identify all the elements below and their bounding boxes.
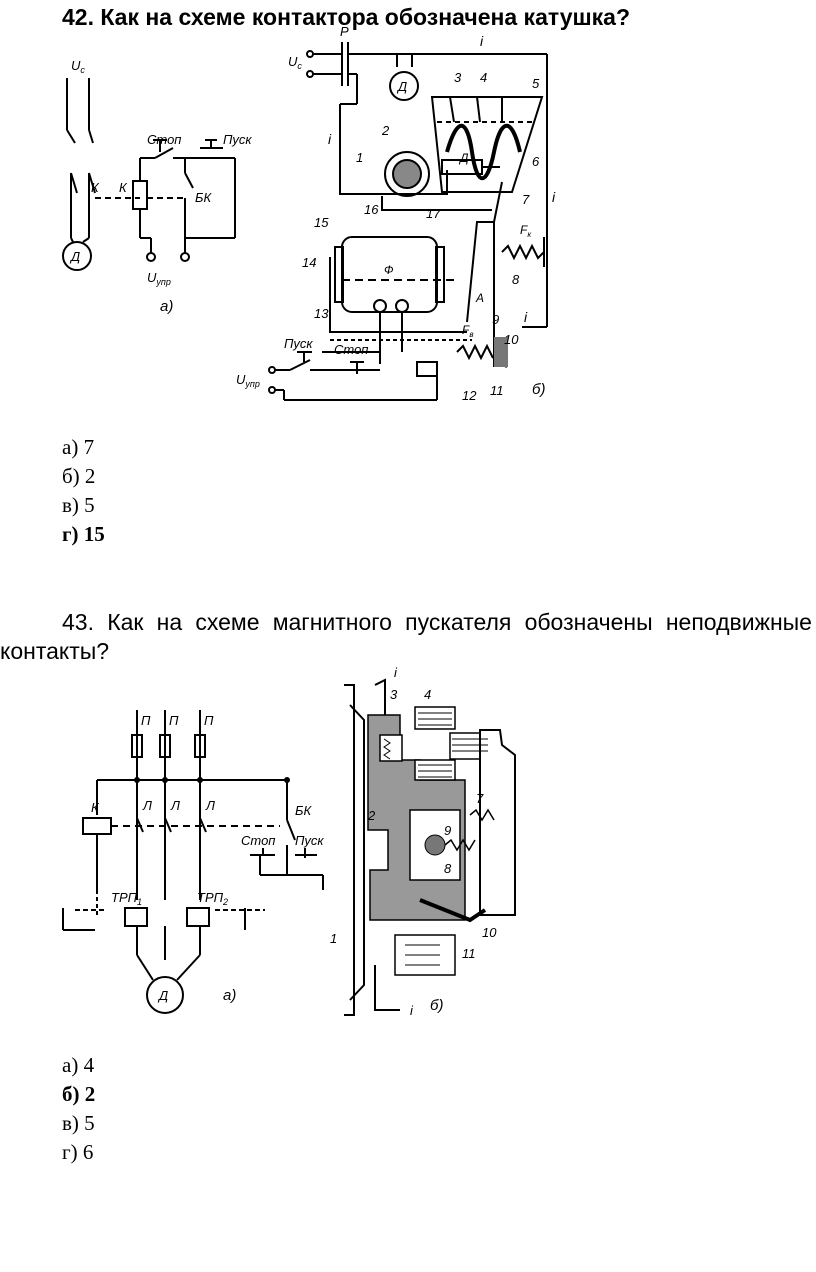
question-42-title: 42. Как на схеме контактора обозначена к… — [62, 4, 631, 30]
part-number-3: 3 — [454, 70, 462, 85]
current-label-top: i — [394, 665, 398, 680]
answer-option-correct[interactable]: б) 2 — [62, 1082, 96, 1106]
question-43-title: 43. Как на схеме магнитного пускателя об… — [0, 609, 812, 664]
part-number-17: 17 — [426, 206, 441, 221]
motor-label: Д — [69, 249, 80, 264]
contactor-diagram-a: Uс К К Стоп Пуск БК Д Uупр а) — [62, 58, 252, 315]
question-43-answers: а) 4 б) 2 в) 5 г) 6 — [62, 1051, 95, 1167]
fuse-label-3: П — [204, 713, 214, 728]
part-number-7: 7 — [522, 192, 530, 207]
stop-label: Стоп — [241, 833, 275, 848]
phi-label: Ф — [384, 263, 394, 277]
part-number-12: 12 — [462, 388, 477, 403]
question-42-answers: а) 7 б) 2 в) 5 г) 15 — [62, 433, 105, 549]
part-number-5: 5 — [532, 76, 540, 91]
line-label-2: Л — [170, 798, 180, 813]
line-label-1: Л — [142, 798, 152, 813]
part-number-15: 15 — [314, 215, 329, 230]
stop-label-b: Стоп — [334, 342, 368, 357]
part-number-13: 13 — [314, 306, 329, 321]
caption-b: б) — [430, 997, 443, 1014]
uc-label: Uс — [71, 58, 85, 75]
part-number-2: 2 — [381, 123, 390, 138]
k-label-2: К — [119, 180, 128, 195]
part-number-8: 8 — [512, 272, 520, 287]
part-number-2: 2 — [367, 808, 376, 823]
starter-diagram-b: 1 2 3 4 7 8 9 10 11 i i б) — [330, 665, 516, 1018]
part-number-16: 16 — [364, 202, 379, 217]
start-label: Пуск — [223, 132, 252, 147]
answer-option[interactable]: в) 5 — [62, 1111, 95, 1135]
trp1-label: ТРП1 — [111, 890, 142, 907]
current-label-1: i — [480, 33, 484, 49]
contactor-diagram-b: Р Uс Д i i i i Д Ф Fк Fв А Стоп Пуск Uуп… — [236, 24, 556, 403]
line-label-3: Л — [205, 798, 215, 813]
k-label-1: К — [91, 180, 100, 195]
part-number-11: 11 — [462, 946, 476, 961]
answer-option[interactable]: б) 2 — [62, 464, 96, 488]
d-label: Д — [458, 151, 469, 165]
fuse-label-2: П — [169, 713, 179, 728]
answer-option-correct[interactable]: г) 15 — [62, 522, 105, 546]
part-number-7: 7 — [476, 791, 484, 806]
caption-a: а) — [160, 298, 173, 315]
start-label-b: Пуск — [284, 336, 313, 351]
bk-label: БК — [195, 190, 212, 205]
part-number-4: 4 — [424, 687, 431, 702]
current-label-bottom: i — [410, 1003, 414, 1018]
part-number-3: 3 — [390, 687, 398, 702]
fk-label: Fк — [520, 223, 532, 239]
caption-a: а) — [223, 987, 236, 1004]
part-number-10: 10 — [482, 925, 497, 940]
p-label: Р — [340, 24, 349, 39]
part-number-4: 4 — [480, 70, 487, 85]
answer-option[interactable]: а) 7 — [62, 435, 95, 459]
start-label: Пуск — [295, 833, 324, 848]
fv-label: Fв — [462, 323, 474, 339]
current-label-3: i — [552, 189, 556, 205]
motor-label: Д — [157, 988, 168, 1003]
part-number-9: 9 — [444, 823, 451, 838]
part-number-1: 1 — [356, 150, 363, 165]
part-number-6: 6 — [532, 154, 540, 169]
trp2-label: ТРП2 — [197, 890, 228, 907]
answer-option[interactable]: в) 5 — [62, 493, 95, 517]
part-number-9: 9 — [492, 312, 499, 327]
fuse-label-1: П — [141, 713, 151, 728]
a-label: А — [475, 291, 484, 305]
motor-label-b: Д — [396, 79, 407, 94]
bk-label: БК — [295, 803, 312, 818]
uupr-label: Uупр — [147, 270, 171, 287]
current-label-4: i — [524, 309, 528, 325]
part-number-8: 8 — [444, 861, 452, 876]
part-number-10: 10 — [504, 332, 519, 347]
stop-label: Стоп — [147, 132, 181, 147]
answer-option[interactable]: а) 4 — [62, 1053, 95, 1077]
caption-b: б) — [532, 381, 545, 398]
part-number-11: 11 — [490, 383, 504, 398]
uupr-label-b: Uупр — [236, 372, 260, 389]
part-number-1: 1 — [330, 931, 337, 946]
part-number-14: 14 — [302, 255, 316, 270]
uc-label-b: Uс — [288, 54, 302, 71]
k-label: К — [91, 800, 100, 815]
current-label-2: i — [328, 131, 332, 147]
starter-diagram-a: П П П Л Л Л К БК Стоп Пуск ТРП1 ТРП2 Д а… — [62, 710, 324, 1014]
answer-option[interactable]: г) 6 — [62, 1140, 94, 1164]
